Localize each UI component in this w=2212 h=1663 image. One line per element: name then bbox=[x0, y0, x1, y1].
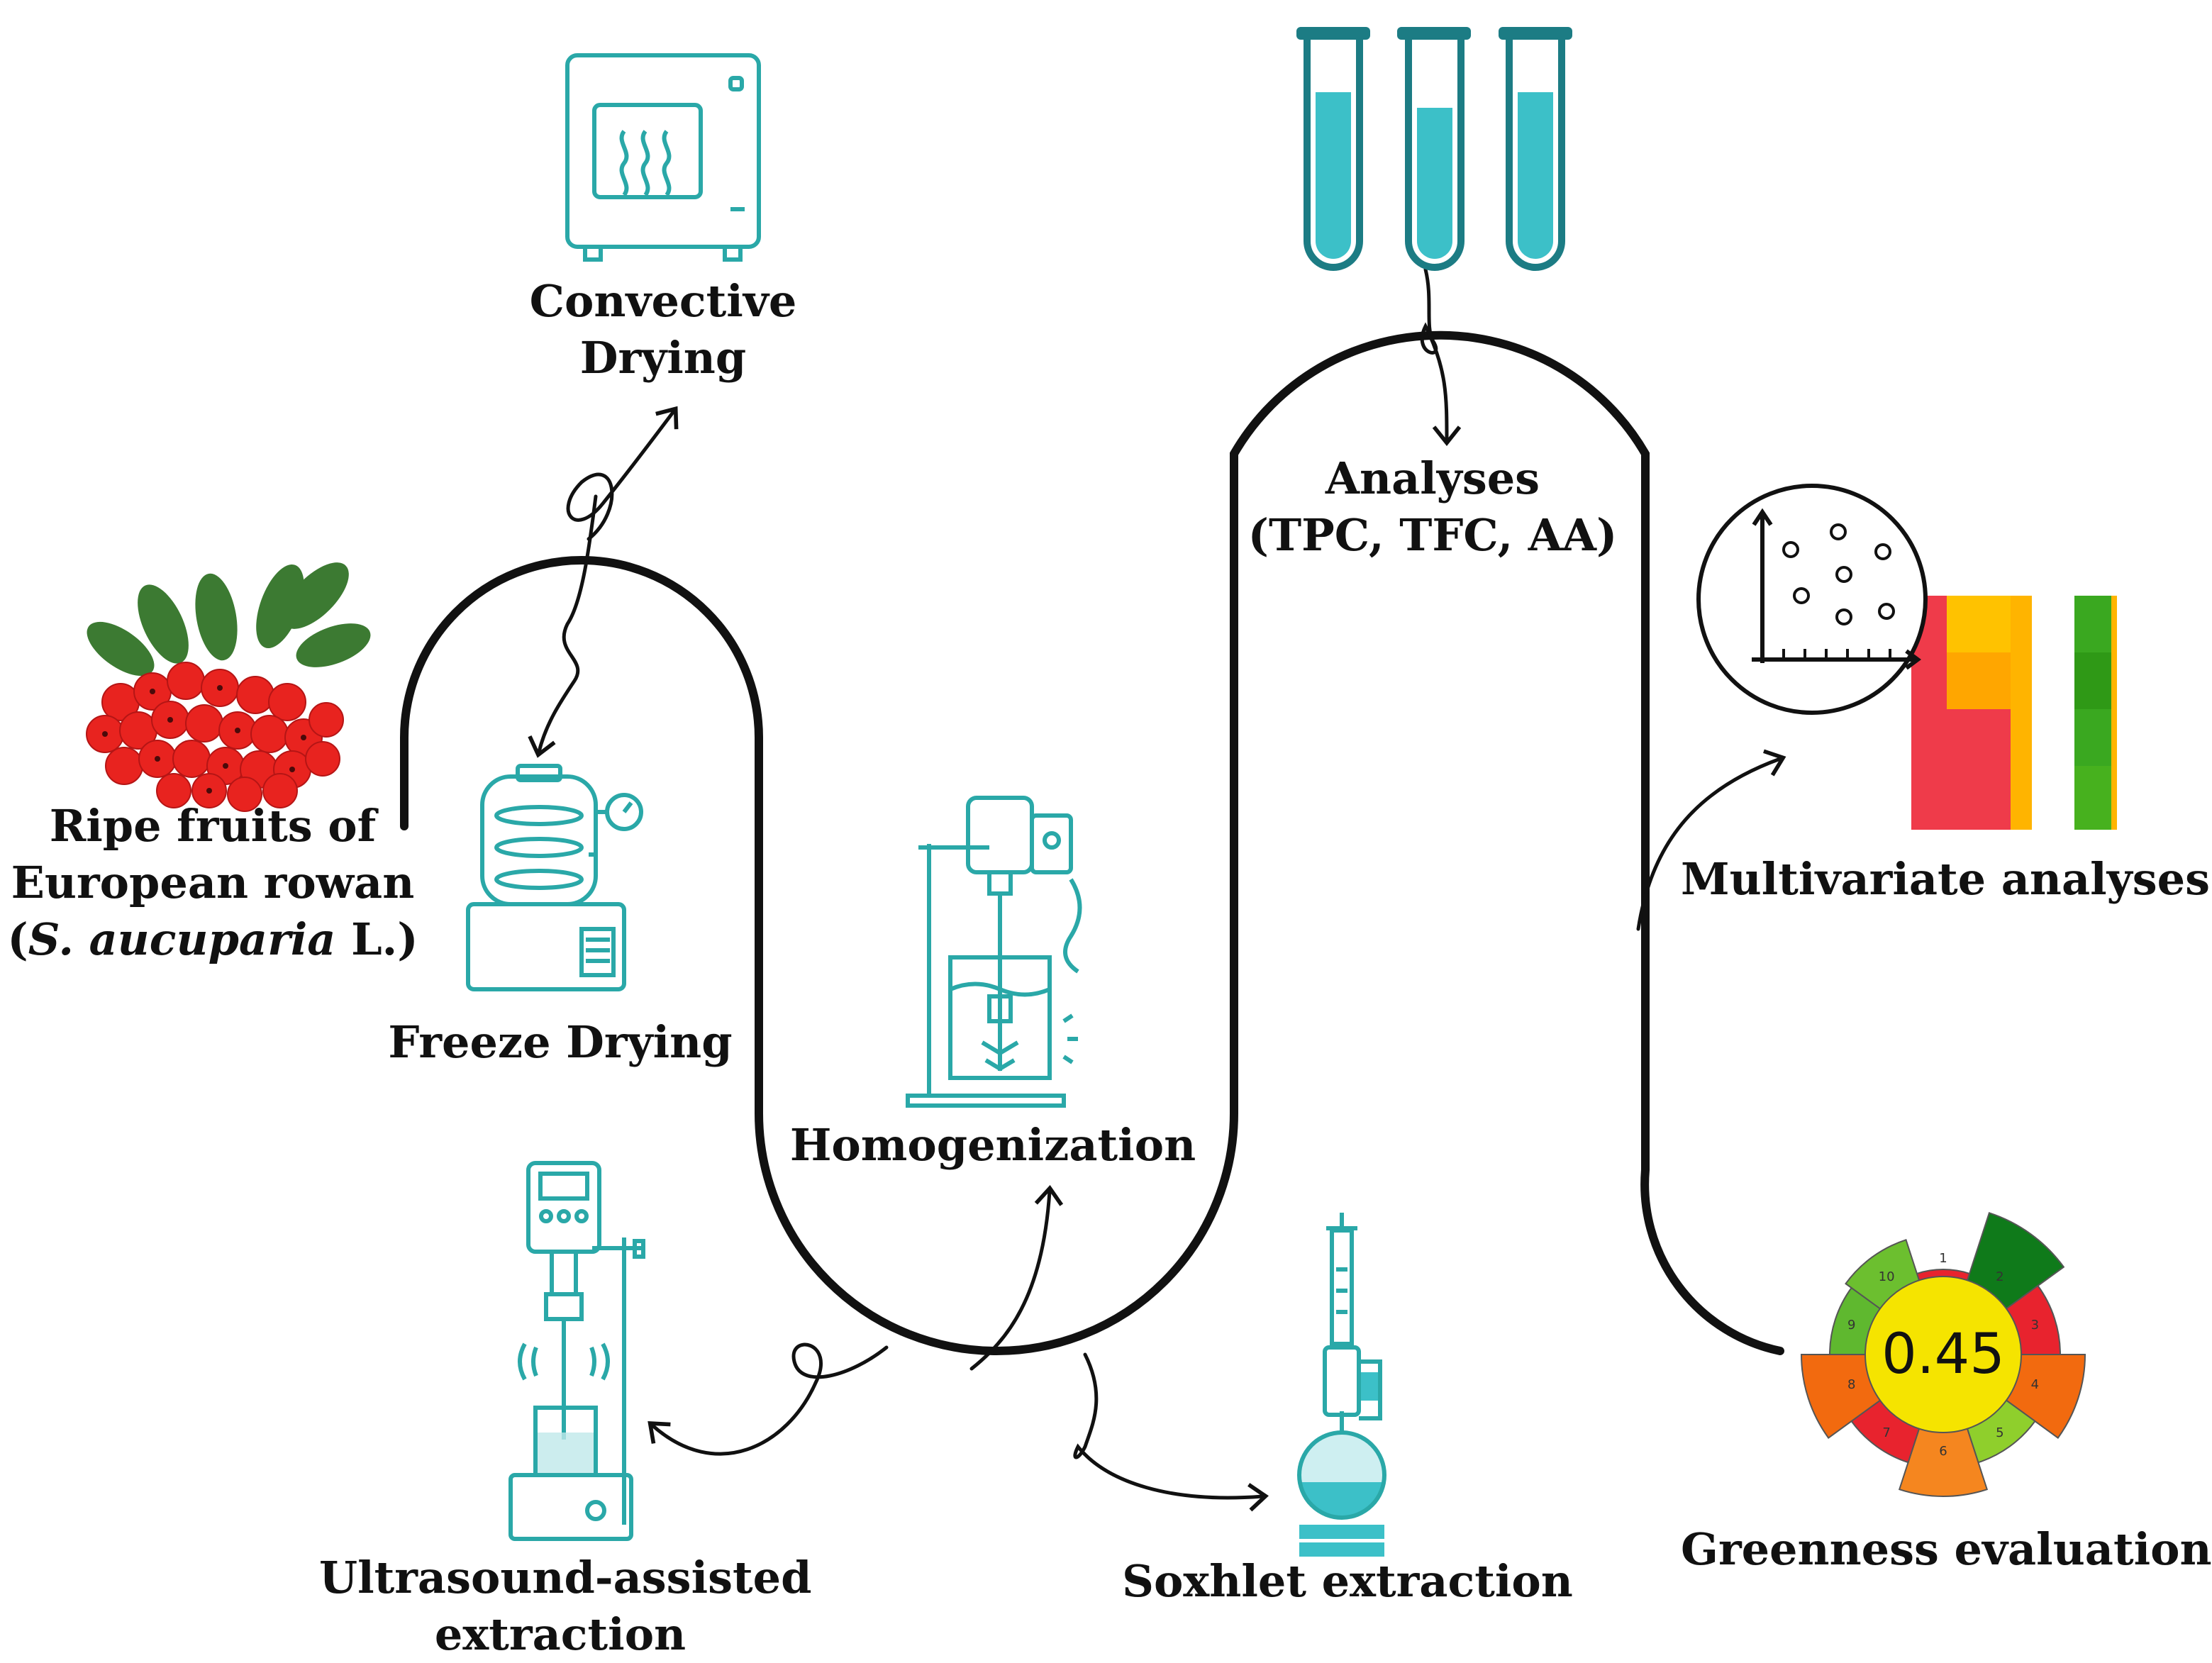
homogenizer-icon bbox=[906, 796, 1082, 1108]
ultrasound-line1: Ultrasound-assisted bbox=[319, 1552, 812, 1603]
multivariate-label: Multivariate analyses bbox=[1681, 853, 2210, 905]
arrow-to-homogenization bbox=[969, 1185, 1064, 1371]
arrow-to-ultrasound bbox=[648, 1342, 889, 1456]
heatmap-icon bbox=[1911, 596, 2117, 830]
gauge-segment-label: 1 bbox=[1939, 1251, 1947, 1266]
gauge-segment-label: 5 bbox=[1996, 1425, 2003, 1440]
soxhlet-label: Soxhlet extraction bbox=[1122, 1555, 1573, 1607]
scatter-plot-icon bbox=[1696, 484, 1928, 715]
freeze-drying-label: Freeze Drying bbox=[388, 1016, 733, 1068]
soxhlet-apparatus-icon bbox=[1297, 1213, 1387, 1557]
species-author: L.) bbox=[335, 913, 418, 965]
homogenization-label: Homogenization bbox=[789, 1119, 1196, 1171]
greenness-gauge-icon: 1 2 3 4 5 6 7 8 9 10 0.45 bbox=[1800, 1212, 2086, 1497]
convective-line1: Convective bbox=[529, 275, 797, 327]
gauge-score: 0.45 bbox=[1882, 1323, 2005, 1386]
process-path bbox=[400, 330, 1784, 1355]
gauge-segment-label: 9 bbox=[1847, 1318, 1855, 1333]
gauge-segment-label: 2 bbox=[1996, 1269, 2003, 1284]
ultrasound-liquid bbox=[538, 1433, 594, 1473]
arrow-to-convective bbox=[566, 406, 679, 541]
arrow-to-multivariate bbox=[1636, 749, 1786, 931]
gauge-segment-label: 3 bbox=[2031, 1318, 2039, 1333]
freeze-dryer-icon bbox=[466, 764, 643, 991]
analyses-label: Analyses (TPC, TFC, AA) bbox=[1234, 450, 1631, 564]
fruits-label-line3: (S. aucuparia L.) bbox=[7, 911, 418, 968]
rowan-berries-icon bbox=[86, 562, 371, 812]
species-name: S. aucuparia bbox=[28, 913, 336, 965]
paren-open: ( bbox=[7, 913, 28, 965]
arrow-to-soxhlet bbox=[1073, 1352, 1269, 1512]
analyses-line1: Analyses bbox=[1325, 452, 1540, 504]
convective-oven-icon bbox=[565, 53, 761, 262]
fruits-label-line2: European rowan bbox=[11, 857, 415, 908]
gauge-segment-label: 4 bbox=[2031, 1377, 2039, 1392]
test-tubes-icon bbox=[1296, 27, 1572, 271]
ultrasound-probe-icon bbox=[508, 1161, 645, 1541]
convective-line2: Drying bbox=[579, 332, 747, 384]
convective-drying-label: Convective Drying bbox=[496, 273, 830, 386]
gauge-segment-label: 8 bbox=[1847, 1377, 1855, 1392]
ultrasound-line2: extraction bbox=[434, 1608, 687, 1660]
fruits-label-line1: Ripe fruits of bbox=[49, 800, 377, 852]
analyses-line2: (TPC, TFC, AA) bbox=[1247, 509, 1618, 561]
gauge-segment-label: 10 bbox=[1879, 1269, 1895, 1284]
gauge-segment-label: 6 bbox=[1939, 1444, 1947, 1459]
gauge-segment-label: 7 bbox=[1882, 1425, 1890, 1440]
gauge-center bbox=[1864, 1276, 2022, 1433]
ultrasound-label: Ultrasound-assisted extraction bbox=[319, 1550, 812, 1663]
greenness-label: Greenness evaluation bbox=[1681, 1523, 2212, 1575]
fruits-label: Ripe fruits of European rowan (S. aucupa… bbox=[7, 798, 418, 968]
arrow-to-analyses bbox=[1420, 267, 1462, 447]
arrow-to-freeze bbox=[528, 494, 598, 758]
